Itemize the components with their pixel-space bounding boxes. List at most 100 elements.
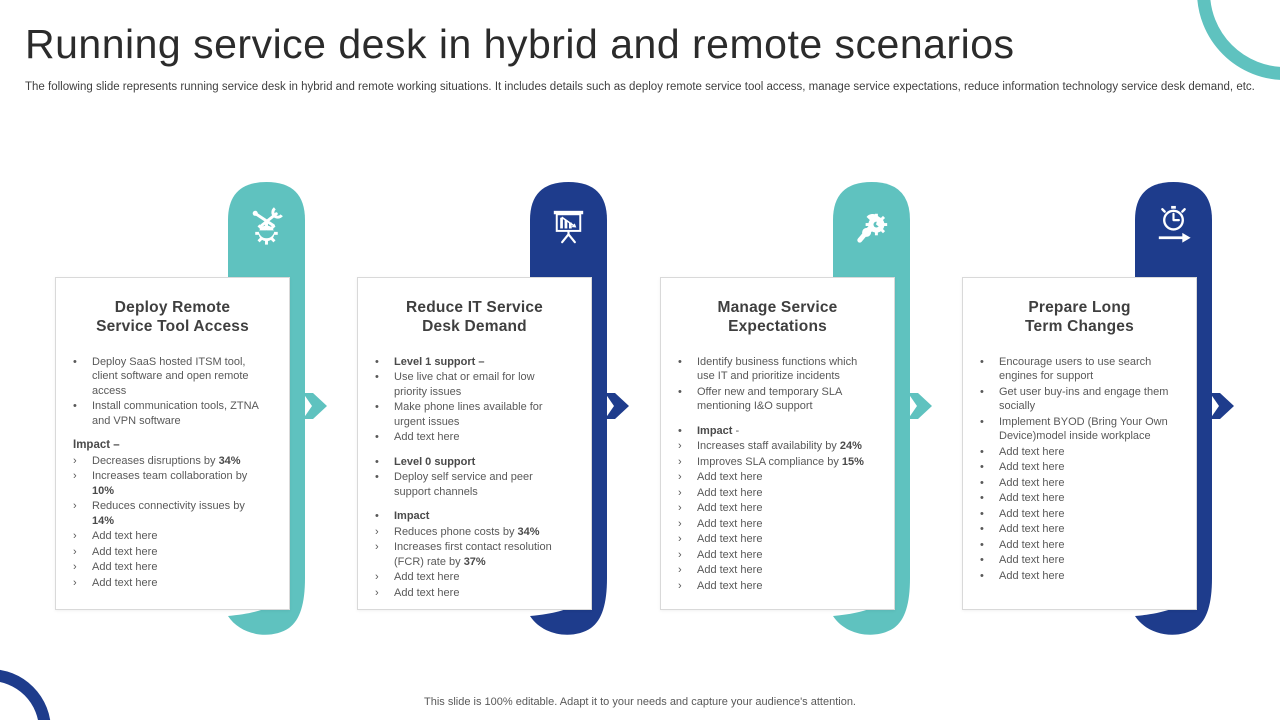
- bullet-item: •Use live chat or email for low priority…: [375, 370, 567, 399]
- bullet-item: •Add text here: [375, 430, 567, 445]
- bullet-item: • Impact -: [678, 424, 870, 439]
- bullet-text: Add text here: [999, 507, 1172, 522]
- bullet-marker: ›: [375, 586, 379, 599]
- text-run: Add text here: [697, 548, 763, 561]
- bullet-item: › Reduces connectivity issues by 14%: [73, 499, 265, 528]
- bullet-item: •Add text here: [980, 569, 1172, 584]
- tools-gear-icon: [243, 203, 290, 250]
- bullet-text: Add text here: [394, 586, 567, 601]
- text-run: Add text here: [999, 445, 1065, 458]
- text-run: Add text here: [92, 576, 158, 589]
- bullet-text: Install communication tools, ZTNA and VP…: [92, 399, 265, 428]
- bullet-list: › Increases staff availability by 24% › Imp…: [678, 439, 870, 593]
- bullet-marker: •: [678, 424, 682, 437]
- bullet-item: •Get user buy-ins and engage them social…: [980, 385, 1172, 414]
- text-run: Level 0 support: [394, 455, 476, 468]
- bullet-list: •Encourage users to use search engines f…: [980, 355, 1172, 584]
- bullet-marker: ›: [678, 579, 682, 592]
- text-run: Add text here: [394, 571, 460, 584]
- arrow-icon: [1210, 393, 1234, 419]
- bullet-item: › Add text here: [678, 517, 870, 532]
- bullet-marker: •: [980, 554, 984, 567]
- bullet-list: ›Reduces phone costs by 34%›Increases fi…: [375, 525, 567, 601]
- bullet-item: ›Add text here: [375, 570, 567, 585]
- text-run: 10%: [92, 484, 115, 497]
- bullet-marker: ›: [678, 517, 682, 530]
- presentation-chart-icon: [545, 203, 592, 250]
- bullet-item: ›Add text here: [73, 545, 265, 560]
- text-run: Offer new and temporary SLA mentioning I…: [697, 385, 842, 413]
- bullet-text: Add text here: [697, 470, 870, 485]
- bullet-item: › Add text here: [73, 576, 265, 591]
- bullet-item: •Add text here: [980, 460, 1172, 475]
- bullet-marker: ›: [73, 576, 77, 589]
- bullet-marker: •: [980, 507, 984, 520]
- bullet-text: Add text here: [697, 532, 870, 547]
- text-run: Deploy SaaS hosted ITSM tool, client sof…: [92, 355, 249, 397]
- bullet-list: •Level 1 support –•Use live chat or emai…: [375, 355, 567, 445]
- bullet-text: Add text here: [999, 445, 1172, 460]
- bullet-text: Add text here: [697, 563, 870, 578]
- bullet-item: •Make phone lines available for urgent i…: [375, 400, 567, 429]
- text-run: Add text here: [394, 431, 460, 444]
- bullet-text: Reduces connectivity issues by 14%: [92, 499, 265, 528]
- text-run: 15%: [841, 455, 864, 468]
- bullet-item: •Add text here: [980, 553, 1172, 568]
- footer-note: This slide is 100% editable. Adapt it to…: [424, 696, 856, 708]
- bullet-text: Add text here: [394, 570, 567, 585]
- bullet-item: •Identify business functions which use I…: [678, 355, 870, 384]
- wrench-gear-icon: [848, 203, 895, 250]
- bullet-text: Impact -: [697, 424, 870, 439]
- text-run: Add text here: [697, 579, 763, 592]
- text-run: Implement BYOD (Bring Your Own Device)mo…: [999, 415, 1168, 443]
- bullet-text: Deploy SaaS hosted ITSM tool, client sof…: [92, 355, 265, 399]
- text-run: Add text here: [697, 517, 763, 530]
- bullet-item: • Offer new and temporary SLA mentioning …: [678, 385, 870, 414]
- bullet-text: Impact: [394, 509, 567, 524]
- bullet-marker: •: [73, 400, 77, 413]
- text-run: Add text here: [697, 486, 763, 499]
- bullet-item: ›Add text here: [678, 532, 870, 547]
- bullet-item: ›Add text here: [678, 470, 870, 485]
- bullet-text: Use live chat or email for low priority …: [394, 370, 567, 399]
- text-run: Reduces phone costs by: [394, 525, 518, 538]
- text-run: Add text here: [394, 586, 460, 599]
- bullet-item: •Encourage users to use search engines f…: [980, 355, 1172, 384]
- bullet-marker: ›: [73, 500, 77, 513]
- bullet-text: Improves SLA compliance by 15%: [697, 455, 870, 470]
- bullet-marker: •: [678, 385, 682, 398]
- bullet-item: •Impact: [375, 509, 567, 524]
- text-run: Impact: [697, 424, 733, 437]
- bullet-text: Add text here: [92, 576, 265, 591]
- text-run: Add text here: [999, 523, 1065, 536]
- bullet-marker: ›: [73, 454, 77, 467]
- bullet-item: •Implement BYOD (Bring Your Own Device)m…: [980, 415, 1172, 444]
- bullet-item: › Add text here: [375, 586, 567, 601]
- bullet-text: Increases staff availability by 24%: [697, 439, 870, 454]
- text-run: Increases team collaboration by: [92, 470, 248, 483]
- bullet-list: •Identify business functions which use I…: [678, 355, 870, 414]
- bullet-item: •Level 1 support –: [375, 355, 567, 370]
- bullet-item: ›Increases first contact resolution (FCR…: [375, 540, 567, 569]
- bullet-text: Offer new and temporary SLA mentioning I…: [697, 385, 870, 414]
- text-run: 34%: [218, 454, 241, 467]
- bullet-text: Add text here: [999, 569, 1172, 584]
- card-body: • Deploy SaaS hosted ITSM tool, client so…: [56, 355, 289, 590]
- bullet-marker: ›: [678, 502, 682, 515]
- impact-heading: Impact –: [73, 438, 265, 453]
- bullet-item: ›Reduces phone costs by 34%: [375, 525, 567, 540]
- bullet-item: ›Add text here: [678, 548, 870, 563]
- text-run: Add text here: [999, 507, 1065, 520]
- bullet-item: •Add text here: [980, 538, 1172, 553]
- bullet-list: • Deploy SaaS hosted ITSM tool, client so…: [73, 355, 265, 429]
- card-body: •Identify business functions which use I…: [661, 355, 894, 594]
- bullet-item: •Add text here: [980, 491, 1172, 506]
- bullet-item: › Add text here: [678, 579, 870, 594]
- text-run: -: [732, 424, 740, 437]
- bullet-marker: ›: [678, 440, 682, 453]
